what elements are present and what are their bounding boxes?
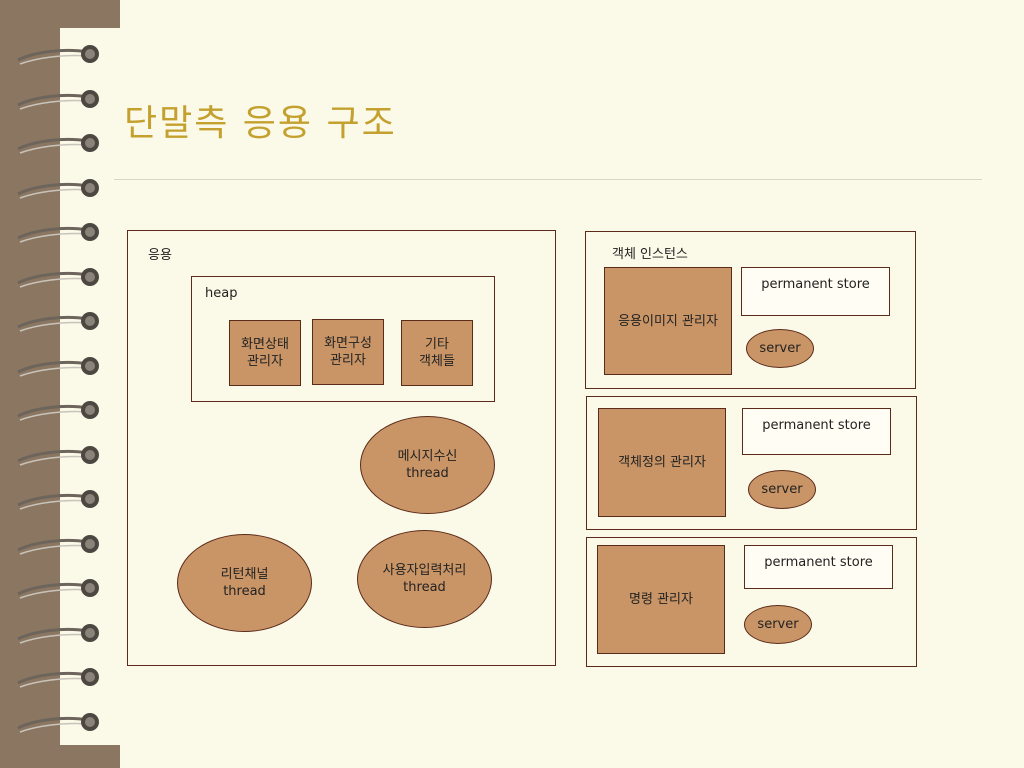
heap-item-other-objects: 기타 객체들: [401, 320, 473, 386]
manager-object-definition: 객체정의 관리자: [598, 408, 726, 517]
spiral-ring: [14, 354, 104, 380]
spiral-ring: [14, 487, 104, 513]
app-label: 응용: [148, 248, 172, 263]
manager-command: 명령 관리자: [597, 545, 725, 654]
server-2: server: [748, 470, 816, 509]
server-3: server: [744, 605, 812, 644]
thread-user-input: 사용자입력처리 thread: [357, 530, 492, 628]
permanent-store-1: permanent store: [741, 267, 890, 316]
spiral-ring: [14, 220, 104, 246]
spiral-ring: [14, 309, 104, 335]
spiral-ring: [14, 621, 104, 647]
spiral-ring: [14, 665, 104, 691]
slide-title: 단말측 응용 구조: [124, 103, 397, 144]
spiral-ring: [14, 576, 104, 602]
manager-app-image: 응용이미지 관리자: [604, 267, 732, 375]
thread-message-receive: 메시지수신 thread: [360, 416, 495, 514]
spiral-ring: [14, 176, 104, 202]
spiral-ring: [14, 710, 104, 736]
title-divider: [114, 179, 982, 180]
server-1: server: [746, 329, 814, 368]
thread-return-channel: 리턴채널 thread: [177, 534, 312, 632]
spiral-ring: [14, 398, 104, 424]
permanent-store-3: permanent store: [744, 545, 893, 589]
spiral-ring: [14, 443, 104, 469]
spiral-ring: [14, 131, 104, 157]
spiral-ring: [14, 42, 104, 68]
heap-item-screen-layout-manager: 화면구성 관리자: [312, 319, 384, 385]
spiral-ring: [14, 87, 104, 113]
spiral-ring: [14, 265, 104, 291]
heap-label: heap: [205, 286, 238, 301]
spiral-ring: [14, 532, 104, 558]
permanent-store-2: permanent store: [742, 408, 891, 455]
heap-item-screen-state-manager: 화면상태 관리자: [229, 320, 301, 386]
instances-label: 객체 인스턴스: [612, 247, 688, 262]
